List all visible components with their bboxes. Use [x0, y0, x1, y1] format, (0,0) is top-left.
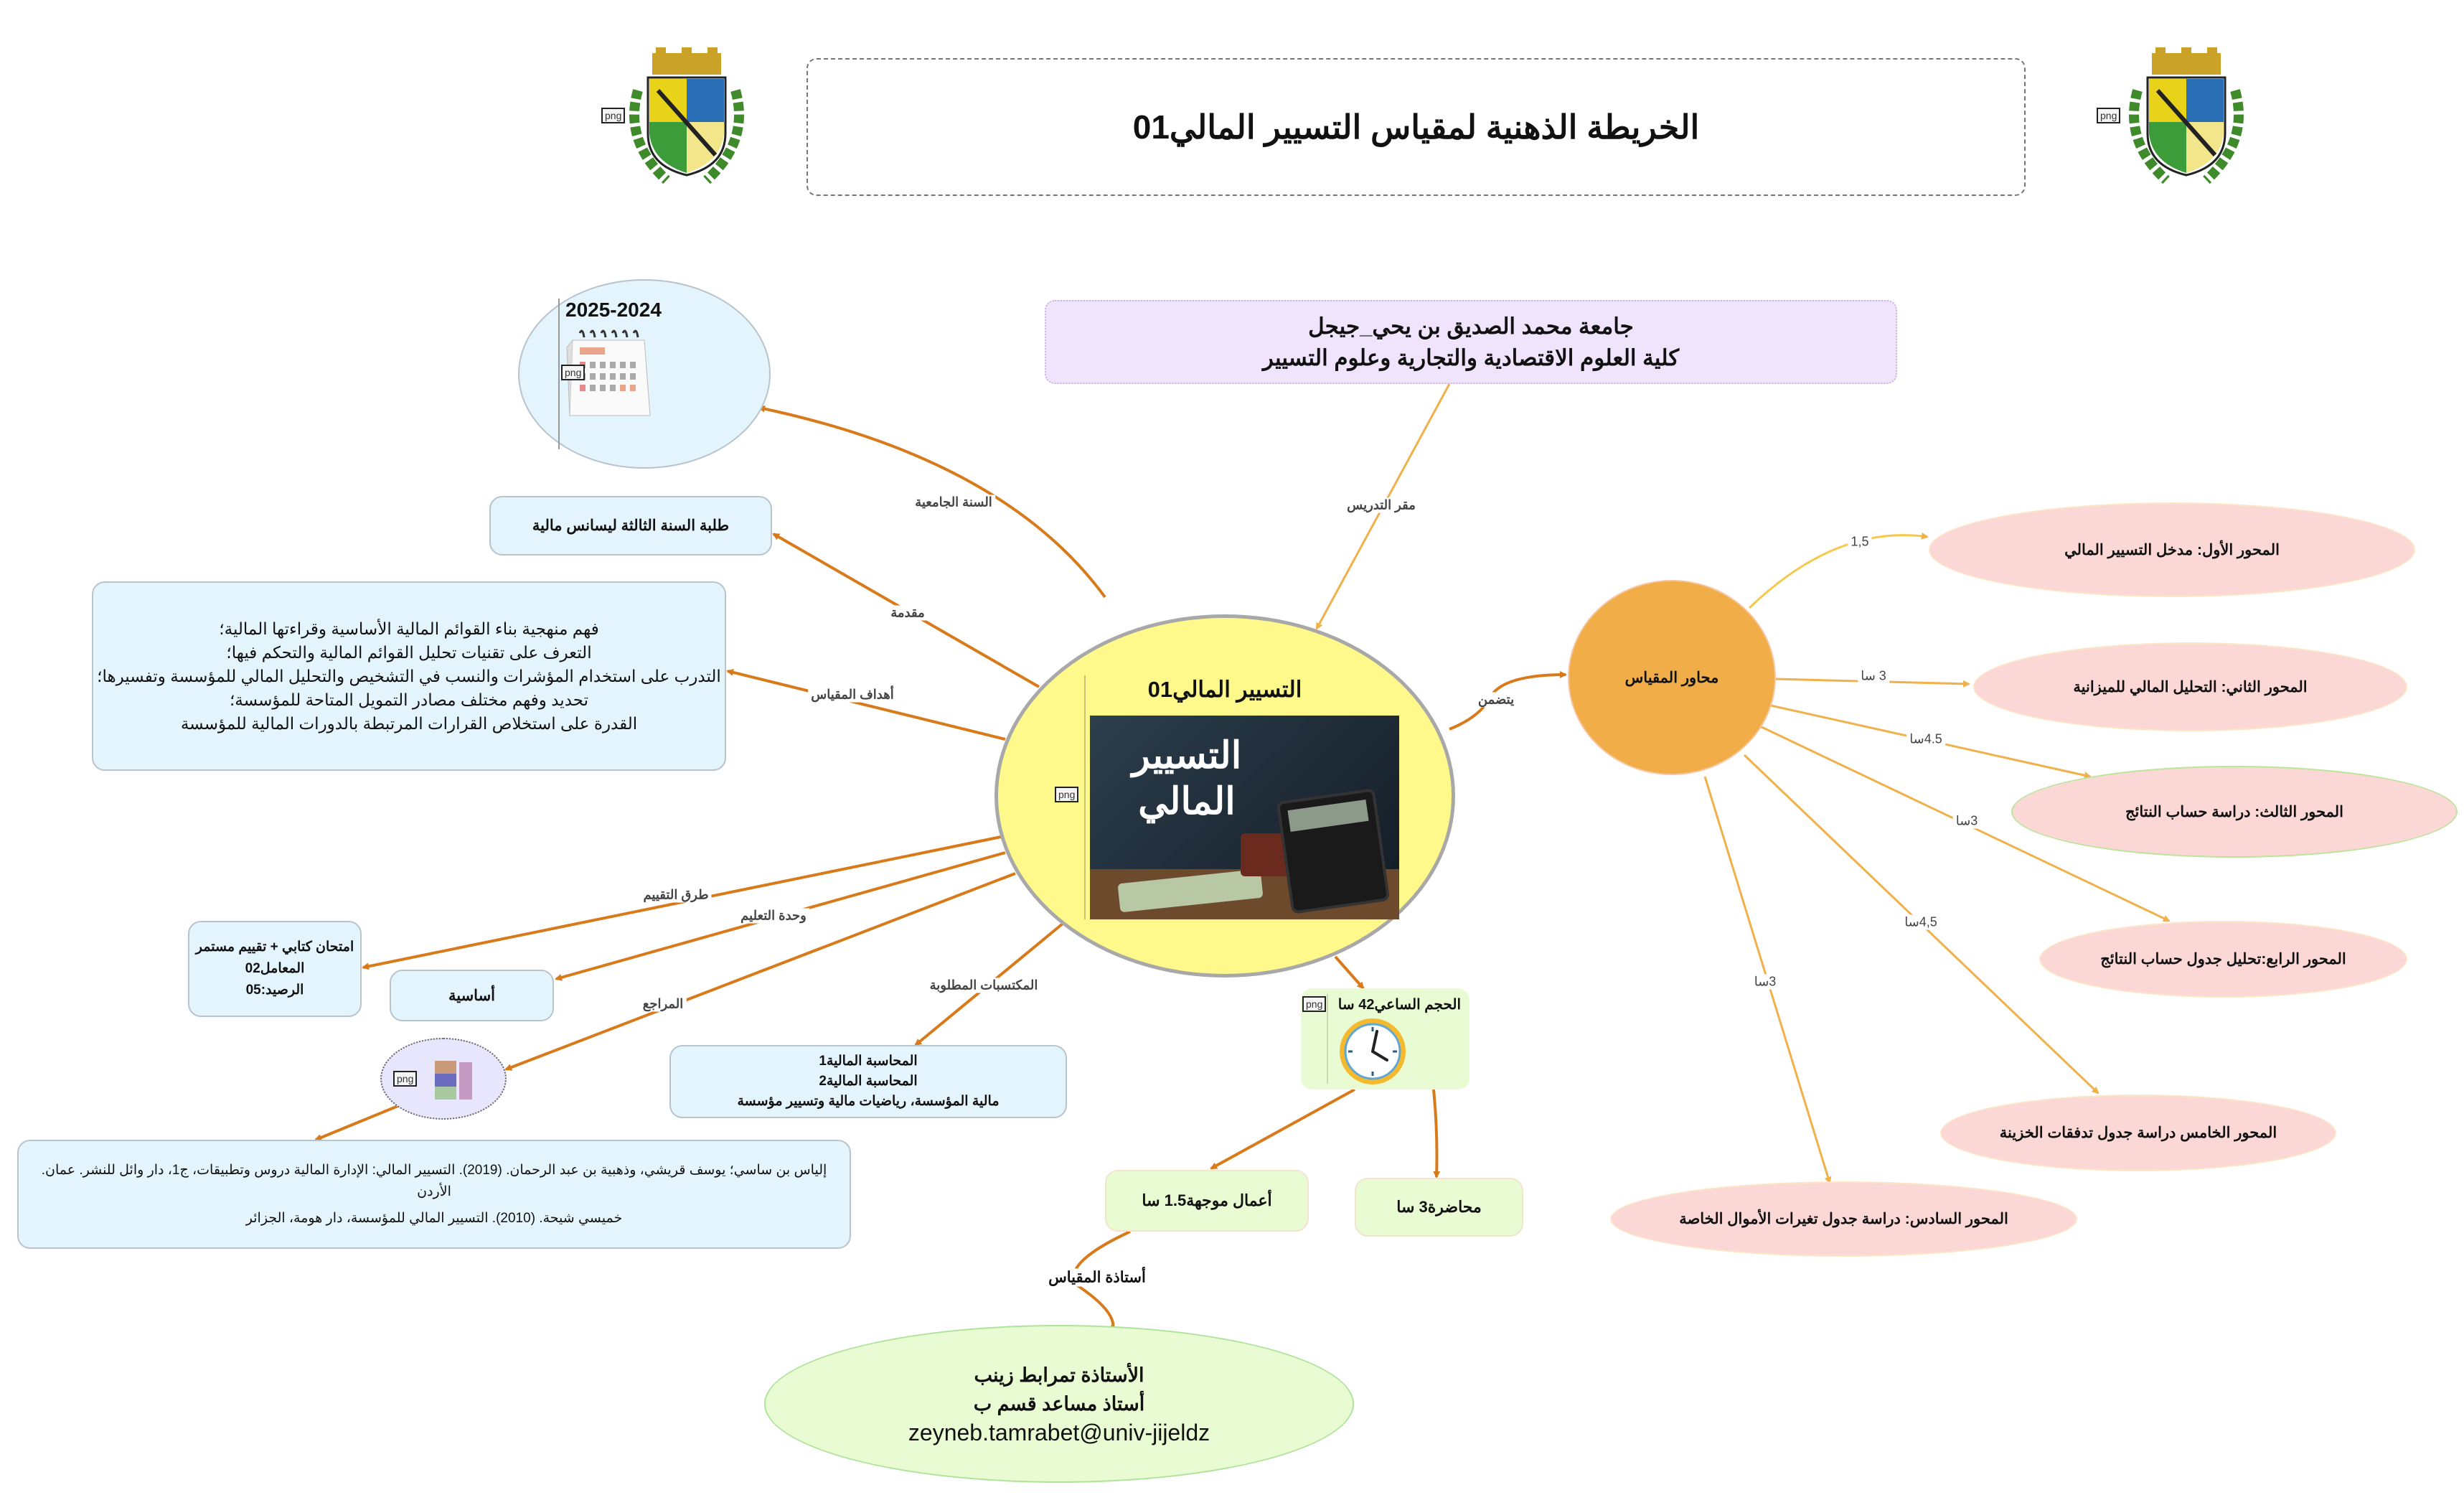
objective-item: التدرب على استخدام المؤشرات والنسب في ال…	[97, 666, 721, 685]
references-node: إلياس بن ساسي؛ يوسف قريشي، وذهبية بن عبد…	[17, 1140, 851, 1249]
reference-item: خميسي شيحة. (2010). التسيير المالي للمؤس…	[245, 1210, 623, 1226]
axis-node-4: المحور الرابع:تحليل جدول حساب النتائج	[2039, 921, 2407, 998]
objective-item: القدرة على استخلاص القرارات المرتبطة بال…	[180, 713, 638, 733]
edge-label-axis-3: 4.5سا	[1906, 731, 1945, 747]
edge-hours	[1334, 955, 1365, 990]
edge-td	[1210, 1088, 1355, 1170]
edge-label-location: مقر التدريس	[1344, 497, 1419, 513]
axis-node-1: المحور الأول: مدخل التسيير المالي	[1929, 502, 2415, 597]
university-name: جامعة محمد الصديق بن يحي_جيجل	[1308, 313, 1634, 339]
edge-label-axis-1: 1,5	[1848, 534, 1872, 550]
students-node: طلبة السنة الثالثة ليسانس مالية	[489, 496, 772, 556]
total-hours: الحجم الساعي42 سا	[1337, 997, 1461, 1013]
teaching-unit-node: أساسية	[390, 970, 554, 1021]
image-tag-clock: png	[1302, 996, 1327, 1012]
edge-label-year: السنة الجامعية	[912, 495, 995, 510]
prerequisites-node: المحاسبة المالية1 المحاسبة المالية2 مالي…	[669, 1045, 1067, 1118]
central-image-text: التسيير	[1132, 735, 1242, 777]
axis-node-5: المحور الخامس دراسة جدول تدفقات الخزينة	[1940, 1095, 2336, 1171]
tutorial-hours-node: أعمال موجهة1.5 سا	[1105, 1170, 1309, 1232]
edge-label-evaluation: طرق التقييم	[640, 887, 712, 903]
edge-year	[758, 405, 1106, 599]
prerequisite-item: المحاسبة المالية1	[819, 1054, 918, 1069]
evaluation-method: امتحان كتابي + تقييم مستمر	[195, 939, 354, 955]
evaluation-node: امتحان كتابي + تقييم مستمر المعامل02 الر…	[188, 921, 362, 1017]
edge-books-references	[314, 1104, 400, 1141]
prerequisite-item: مالية المؤسسة، رياضيات مالية وتسيير مؤسس…	[737, 1094, 1000, 1109]
central-node: التسيير المالي01 التسيير المالي	[994, 614, 1455, 978]
prerequisite-item: المحاسبة المالية2	[819, 1074, 918, 1089]
clock-icon	[1340, 1018, 1406, 1084]
objective-item: التعرف على تقنيات تحليل القوائم المالية …	[226, 642, 592, 662]
edge-label-axis-2: 3 سا	[1858, 668, 1889, 684]
university-logo-right	[2123, 47, 2249, 189]
academic-year: 2025-2024	[565, 299, 662, 321]
edge-label-axis-5: 4,5سا	[1901, 914, 1940, 930]
teacher-node: الأستاذة تمرابط زينب أستاذ مساعد قسم ب z…	[764, 1325, 1354, 1483]
academic-year-node: 2025-2024	[518, 279, 771, 469]
edge-label-includes: يتضمن	[1475, 692, 1518, 708]
edge-label-axis-6: 3سا	[1751, 974, 1779, 990]
lecture-hours-node: محاضرة3 سا	[1355, 1178, 1523, 1237]
objectives-node: فهم منهجية بناء القوائم المالية الأساسية…	[92, 581, 726, 771]
edge-label-unit: وحدة التعليم	[738, 908, 809, 924]
edge-label-teacher: أستاذة المقياس	[1045, 1268, 1149, 1287]
axis-node-3: المحور الثالث: دراسة حساب النتائج	[2011, 766, 2458, 858]
faculty-name: كلية العلوم الاقتصادية والتجارية وعلوم ا…	[1262, 345, 1680, 370]
axis-node-6: المحور السادس: دراسة جدول تغيرات الأموال…	[1610, 1181, 2077, 1257]
central-image-text: المالي	[1138, 781, 1236, 823]
image-tag-logo-left: png	[601, 108, 626, 123]
edge-label-prerequisites: المكتسبات المطلوبة	[926, 978, 1041, 993]
page-title: الخريطة الذهنية لمقياس التسيير المالي01	[807, 58, 2026, 196]
edge-label-references: المراجع	[639, 996, 687, 1012]
coefficient: المعامل02	[245, 961, 305, 976]
edge-lecture	[1432, 1089, 1441, 1178]
emblem-icon	[629, 47, 744, 184]
hours-node: الحجم الساعي42 سا	[1301, 988, 1470, 1089]
credits: الرصيد:05	[245, 983, 304, 998]
edge-label-intro: مقدمة	[888, 605, 928, 621]
teacher-email[interactable]: zeyneb.tamrabet@univ-jijeldz	[908, 1420, 1210, 1445]
objective-item: تحديد وفهم مختلف مصادر التمويل المتاحة ل…	[229, 690, 589, 709]
image-tag-calendar: png	[561, 365, 586, 380]
edge-objectives	[726, 669, 1006, 741]
edge-label-objectives: أهداف المقياس	[808, 687, 897, 703]
image-tag-books: png	[393, 1071, 418, 1087]
university-logo-left	[624, 47, 750, 189]
central-title: التسيير المالي01	[1147, 677, 1302, 702]
edge-references	[504, 872, 1016, 1071]
emblem-icon	[2129, 47, 2244, 184]
axes-hub-node: محاور المقياس	[1568, 580, 1776, 775]
books-icon	[435, 1061, 472, 1100]
objective-item: فهم منهجية بناء القوائم المالية الأساسية…	[219, 619, 599, 638]
image-tag-logo-right: png	[2097, 108, 2121, 123]
university-node: جامعة محمد الصديق بن يحي_جيجل كلية العلو…	[1045, 300, 1897, 384]
teacher-name: الأستاذة تمرابط زينب	[974, 1364, 1144, 1386]
edge-label-axis-4: 3سا	[1952, 813, 1981, 829]
edge-axis-1	[1748, 532, 1929, 609]
central-image: التسيير المالي	[1090, 716, 1399, 919]
image-tag-central: png	[1055, 787, 1079, 802]
teacher-rank: أستاذ مساعد قسم ب	[973, 1393, 1145, 1415]
calculator-icon	[1276, 788, 1391, 914]
reference-item: إلياس بن ساسي؛ يوسف قريشي، وذهبية بن عبد…	[41, 1162, 827, 1199]
axis-node-2: المحور الثاني: التحليل المالي للميزانية	[1973, 642, 2407, 731]
